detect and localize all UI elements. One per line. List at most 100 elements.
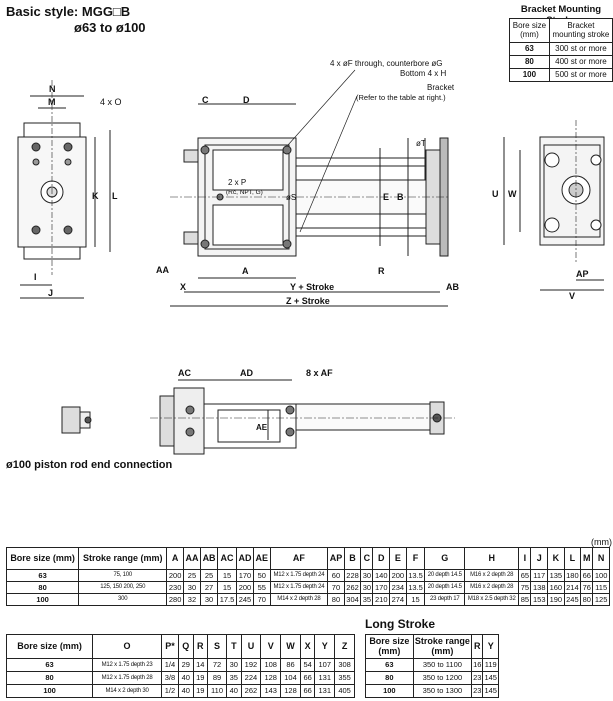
table-cell: 1/2 <box>160 684 180 698</box>
table-cell: 355 <box>334 671 355 685</box>
table-cell: 66 <box>299 671 316 685</box>
table-header: AB <box>200 547 219 570</box>
table-cell: 30 <box>226 658 242 672</box>
table-header: D <box>372 547 391 570</box>
table-header: C <box>360 547 374 570</box>
dim-v: V <box>569 291 575 301</box>
table-cell: 13.5 <box>405 581 426 594</box>
table-cell: M16 x 2 depth 28 <box>464 581 520 594</box>
table-cell: 23 <box>471 684 484 698</box>
table-header: P* <box>160 634 180 659</box>
table-cell: 80 <box>327 593 345 606</box>
table-cell: 230 <box>166 581 184 594</box>
table-cell: 131 <box>314 684 336 698</box>
dim-s: øS <box>286 193 296 202</box>
table-header: Z <box>334 634 355 659</box>
table-header: R <box>471 634 484 659</box>
table-cell: 100 <box>5 593 80 606</box>
table-cell: 25 <box>200 569 219 582</box>
table-cell: 119 <box>482 658 499 672</box>
table-cell: 170 <box>235 569 255 582</box>
table-header: AE <box>253 547 271 570</box>
table-cell: 32 <box>182 593 202 606</box>
table-cell: 262 <box>240 684 262 698</box>
table-cell: 280 <box>166 593 184 606</box>
table-cell: 86 <box>280 658 301 672</box>
table-cell: 19 <box>192 671 209 685</box>
table-cell: 76 <box>580 581 594 594</box>
table-header: K <box>547 547 565 570</box>
table-cell: 110 <box>206 684 228 698</box>
dim-ac: AC <box>178 368 191 378</box>
table-header: T <box>226 634 242 659</box>
table-cell: 17.5 <box>217 593 237 606</box>
table-cell: 89 <box>206 671 228 685</box>
table-cell: 145 <box>482 684 499 698</box>
table-cell: 55 <box>253 581 271 594</box>
table-cell: 23 depth 17 <box>424 593 466 606</box>
bracket-cell: 500 st or more <box>548 68 613 82</box>
dim-b: B <box>397 192 404 202</box>
side-view-drawing <box>170 69 450 307</box>
table-header: Y <box>314 634 336 659</box>
front-view-drawing <box>17 80 111 299</box>
table-cell: 70 <box>327 581 345 594</box>
table-cell: 80 <box>580 593 594 606</box>
note-p: 2 x P <box>228 178 246 187</box>
table-cell: 135 <box>547 569 565 582</box>
table-cell: M12 x 1.75 depth 23 <box>92 658 162 672</box>
table-cell: 63 <box>5 569 80 582</box>
table-cell: 70 <box>253 593 271 606</box>
table-cell: 35 <box>360 593 374 606</box>
dim-m: M <box>48 97 56 107</box>
table-cell: 15 <box>217 569 237 582</box>
table-cell: 1/4 <box>160 658 180 672</box>
note-f-g: 4 x øF through, counterbore øG <box>330 59 443 68</box>
dim-x: X <box>180 282 186 292</box>
table-header: AD <box>235 547 255 570</box>
table-header: Bore size (mm) <box>5 634 94 659</box>
table-cell: 192 <box>240 658 262 672</box>
table-cell: 210 <box>372 593 391 606</box>
table-cell: 262 <box>343 581 362 594</box>
rod-end-caption: ø100 piston rod end connection <box>6 459 173 471</box>
table-header: L <box>563 547 582 570</box>
table-header: Stroke range (mm) <box>412 634 473 659</box>
table-header: X <box>299 634 316 659</box>
table-cell: 200 <box>166 569 184 582</box>
table-cell: M14 x 2 depth 28 <box>269 593 329 606</box>
table-cell: 300 <box>78 593 168 606</box>
table-cell: 117 <box>530 569 549 582</box>
table-cell: 50 <box>253 569 271 582</box>
table-cell: 19 <box>192 684 209 698</box>
dim-l: L <box>112 191 118 201</box>
table-header: U <box>240 634 262 659</box>
dim-d: D <box>243 95 250 105</box>
table-header: O <box>92 634 162 659</box>
table-header: B <box>343 547 362 570</box>
dim-y: Y + Stroke <box>290 282 334 292</box>
table-cell: 350 to 1300 <box>412 684 473 698</box>
table-cell: 72 <box>206 658 228 672</box>
table-cell: 108 <box>260 658 282 672</box>
table-cell: 20 depth 14.5 <box>424 581 466 594</box>
table-cell: 80 <box>5 581 80 594</box>
table-cell: 15 <box>405 593 426 606</box>
dim-c: C <box>202 95 209 105</box>
dim-k: K <box>92 191 99 201</box>
table-cell: 30 <box>200 593 219 606</box>
table-cell: 100 <box>5 684 94 698</box>
note-bracket: Bracket <box>427 83 455 92</box>
table-header: N <box>592 547 610 570</box>
table-header: Bore size (mm) <box>5 547 80 570</box>
table-cell: 80 <box>365 671 414 685</box>
table-cell: M14 x 2 depth 30 <box>92 684 162 698</box>
table-cell: 40 <box>178 684 194 698</box>
table-cell: 107 <box>314 658 336 672</box>
table-cell: 170 <box>372 581 391 594</box>
bracket-table: Bore size (mm) Bracket mounting stroke 6… <box>509 18 613 82</box>
table-cell: 350 to 1200 <box>412 671 473 685</box>
